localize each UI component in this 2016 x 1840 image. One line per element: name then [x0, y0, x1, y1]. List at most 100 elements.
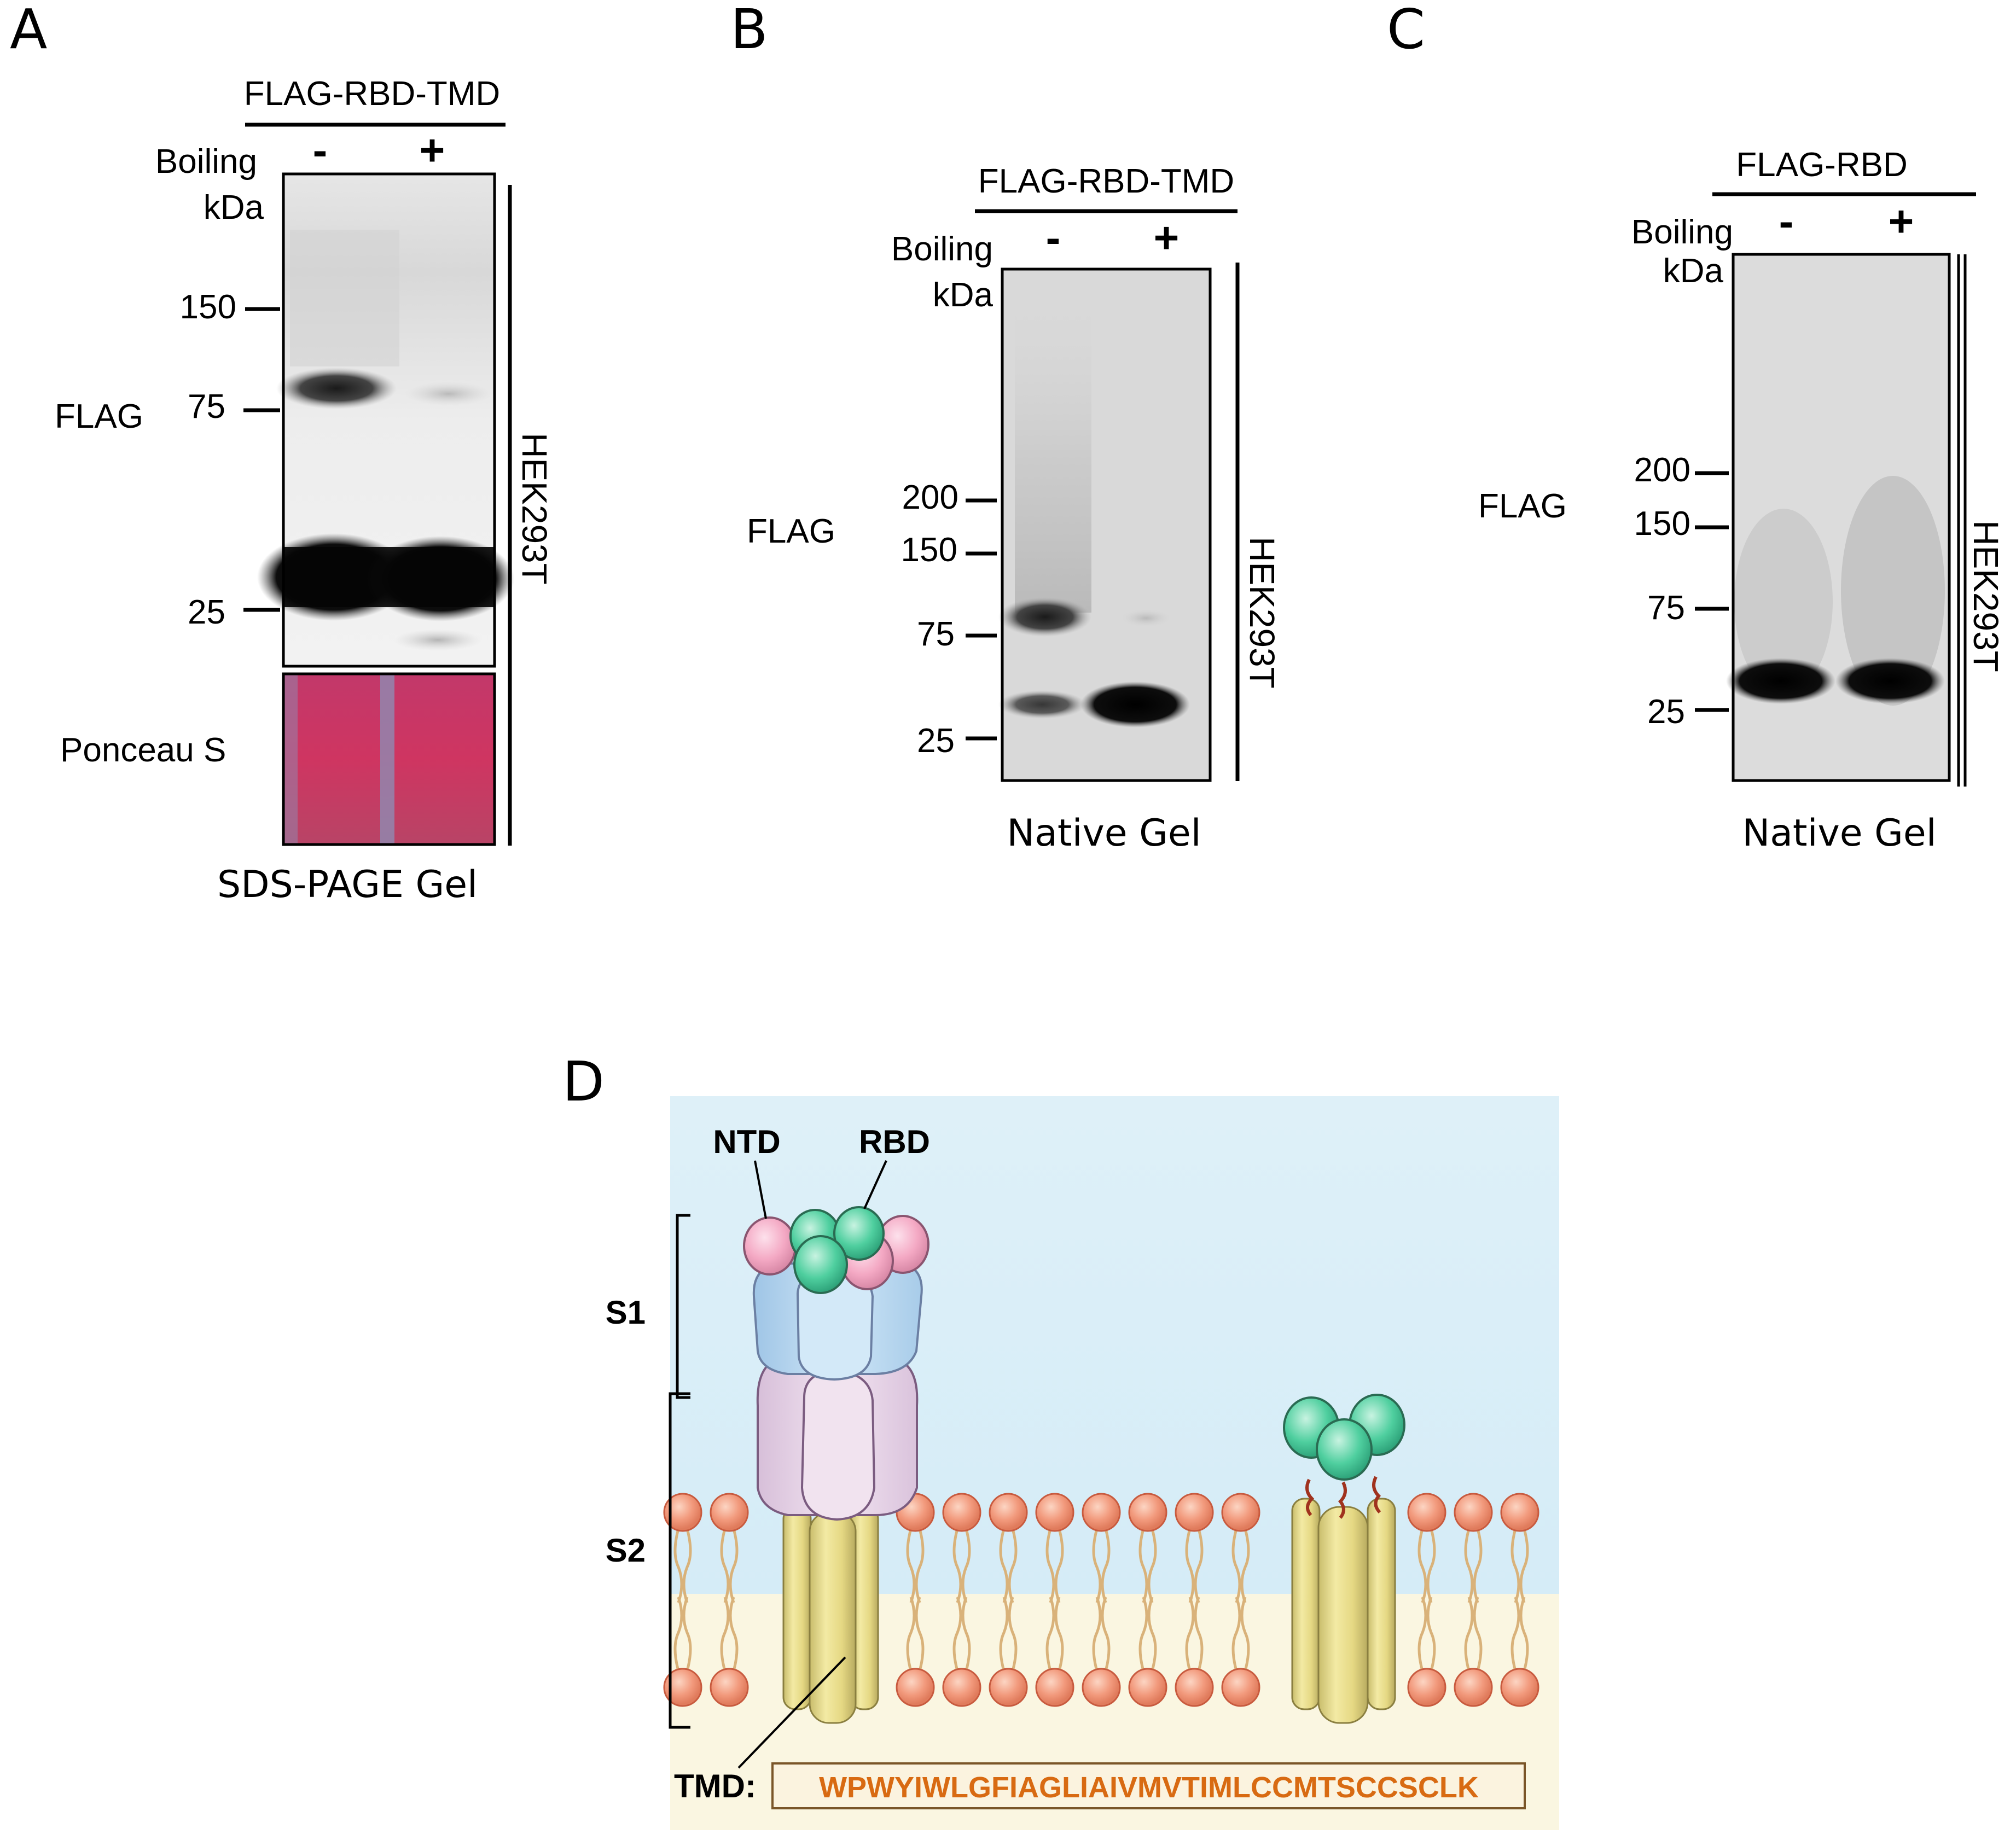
lipid-tail [1045, 1528, 1064, 1603]
lipid-head [1407, 1668, 1446, 1707]
lipid-tail [1045, 1597, 1064, 1672]
lipid-head [1175, 1493, 1214, 1532]
panel-a-marker-25: 25 [188, 593, 225, 631]
panel-c-marker-150: 150 [1634, 505, 1690, 543]
tmd-label: TMD: [674, 1768, 756, 1804]
lipid-tail [673, 1597, 692, 1672]
full-spike [743, 1206, 929, 1724]
lipid-head [1082, 1493, 1121, 1532]
panel-a-smear-lane1 [290, 230, 399, 366]
panel-c-marker-25: 25 [1647, 693, 1685, 731]
panel-a-boiling-label: Boiling [155, 143, 257, 180]
panel-a-band-75-lane1 [276, 368, 397, 409]
panel-c-letter: C [1387, 0, 1425, 61]
construct-tmd-helix-1 [1291, 1498, 1321, 1710]
panel-c-kda-label: kDa [1663, 252, 1724, 290]
panel-a-cell-line: HEK293T [515, 433, 554, 584]
panel-c: C FLAG-RBD Boiling - + kDa 200 150 75 25… [1387, 0, 2006, 855]
panel-a-ponceau-gap [380, 674, 394, 845]
panel-c-blot-border [1732, 253, 1951, 782]
lipid-tail [999, 1597, 1018, 1672]
spike-ntd-1 [743, 1216, 797, 1276]
rbd-label: RBD [859, 1123, 930, 1160]
spike-rbd-3 [793, 1235, 848, 1294]
panel-c-smear-lane2 [1841, 476, 1945, 706]
lipid-head [663, 1668, 702, 1707]
panel-a-ponceau-border [282, 672, 496, 846]
panel-b-gel-type: Native Gel [1007, 812, 1201, 855]
lipid-tail [720, 1597, 739, 1672]
spike-s2-front [800, 1369, 876, 1521]
panel-b-marker-150: 150 [901, 531, 957, 569]
panel-b-letter: B [730, 0, 768, 61]
lipid-tail [1138, 1528, 1157, 1603]
panel-a-lane-plus: + [420, 126, 445, 174]
panel-a-construct-label: FLAG-RBD-TMD [244, 75, 500, 113]
lipid-tail [1092, 1597, 1111, 1672]
s1-label: S1 [606, 1294, 646, 1331]
lipid-head [1128, 1668, 1167, 1707]
panel-c-blot-label: FLAG [1478, 487, 1567, 525]
lipid-tail [952, 1528, 971, 1603]
panel-a-blot-label: FLAG [55, 398, 143, 435]
panel-a-letter: A [10, 0, 47, 61]
lipid-head [1500, 1493, 1539, 1532]
ntd-label: NTD [713, 1123, 780, 1160]
construct-linker-3 [1372, 1476, 1381, 1514]
lipid-tail [1417, 1597, 1436, 1672]
panel-c-boiling-label: Boiling [1631, 213, 1733, 251]
lipid-head [1035, 1493, 1074, 1532]
lipid-tail [1138, 1597, 1157, 1672]
s1-bracket [676, 1214, 690, 1399]
panel-b-marker-25: 25 [917, 722, 955, 760]
panel-a: A FLAG-RBD-TMD Boiling - + kDa 150 75 25… [10, 0, 554, 906]
panel-b-kda-label: kDa [933, 276, 994, 314]
lipid-head [710, 1668, 749, 1707]
panel-b-band-75-lane1 [998, 597, 1091, 637]
panel-a-gel-type: SDS-PAGE Gel [217, 863, 478, 906]
lipid-tail [999, 1528, 1018, 1603]
panel-a-blot-border [282, 172, 496, 668]
panel-b-blot-label: FLAG [747, 513, 835, 550]
construct-tmd-helix-3 [1317, 1506, 1369, 1724]
lipid-tail [1510, 1597, 1529, 1672]
panel-a-lane-minus: - [313, 126, 328, 174]
panel-c-lane-minus: - [1779, 197, 1794, 246]
lipid-head [896, 1668, 935, 1707]
lipid-tail [952, 1597, 971, 1672]
panel-b-construct-label: FLAG-RBD-TMD [978, 162, 1234, 200]
lipid-head [1175, 1668, 1214, 1707]
s2-bracket [669, 1392, 690, 1729]
lipid-head [1035, 1668, 1074, 1707]
lipid-head [1221, 1493, 1260, 1532]
panel-a-band-low-lane2 [394, 629, 481, 651]
membrane-heads [663, 1493, 1539, 1707]
lipid-tail [1510, 1528, 1529, 1603]
lipid-tail [1185, 1528, 1204, 1603]
rbd-tmd-construct [1283, 1394, 1405, 1724]
lipid-tail [1231, 1597, 1250, 1672]
panel-c-smear-lane1 [1734, 509, 1833, 695]
panel-c-band-lane1 [1726, 658, 1835, 704]
panel-c-cell-line: HEK293T [1966, 520, 2006, 672]
ntd-leader [754, 1160, 767, 1219]
panel-a-kda-label: kDa [204, 189, 264, 226]
lipid-head [663, 1493, 702, 1532]
membrane-tails [673, 1528, 1529, 1672]
lipid-tail [1464, 1597, 1483, 1672]
lipid-tail [1231, 1528, 1250, 1603]
spike-tmd-helix-3 [809, 1511, 857, 1724]
lipid-tail [906, 1597, 925, 1672]
lipid-head [710, 1493, 749, 1532]
lipid-head [942, 1668, 981, 1707]
panel-d-letter: D [562, 1050, 605, 1114]
tmd-leader [737, 1656, 846, 1769]
lipid-head [989, 1493, 1028, 1532]
panel-b: B FLAG-RBD-TMD Boiling - + kDa 200 150 7… [730, 0, 1282, 855]
panel-b-band-30-lane1 [998, 690, 1086, 719]
lipid-head [1500, 1668, 1539, 1707]
panel-b-lane-plus: + [1154, 213, 1180, 262]
lipid-head [1454, 1493, 1493, 1532]
panel-b-marker-200: 200 [902, 479, 958, 516]
